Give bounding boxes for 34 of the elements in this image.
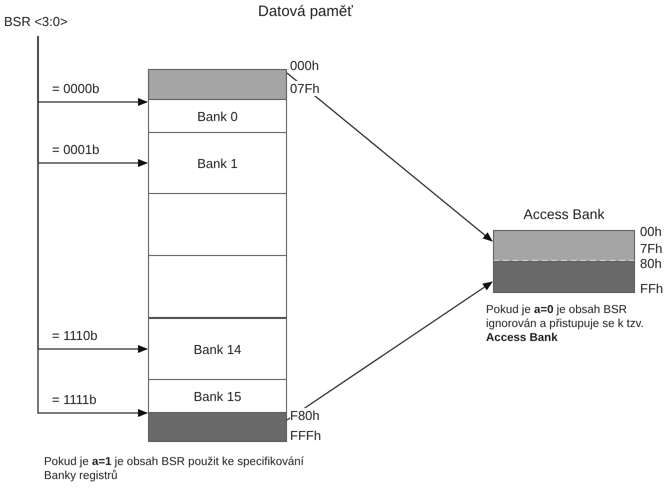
- address-label: FFh: [640, 281, 664, 296]
- arrow: [286, 72, 493, 242]
- arrow: [286, 281, 493, 421]
- address-label: 00h: [640, 224, 662, 239]
- address-label: FFFh: [290, 428, 322, 443]
- memory-segment: [148, 69, 287, 100]
- memory-segment: [148, 412, 287, 442]
- memory-segment: [148, 193, 287, 256]
- memory-segment: [493, 261, 635, 293]
- address-label: 000h: [290, 58, 319, 73]
- edge-label: = 0000b: [52, 81, 100, 96]
- bank-label: Bank 1: [197, 156, 238, 170]
- diagram-title: Datová paměť: [258, 3, 353, 20]
- edge-label: = 1111b: [52, 392, 96, 407]
- memory-bank: [148, 132, 287, 194]
- note-text: Pokud je a=0 je obsah BSR ignorován a přistupuje se k tzv. Access Bank: [486, 303, 645, 345]
- arrow: [37, 36, 148, 106]
- memory-bank: [148, 318, 287, 380]
- bank-title: Access Bank: [522, 206, 606, 222]
- address-label: F80h: [290, 408, 320, 423]
- memory-bank: [148, 99, 287, 133]
- bank-label: Bank 0: [197, 108, 238, 124]
- bank-label: Bank 15: [194, 388, 242, 404]
- address-label: 80h: [640, 256, 662, 271]
- memory-bank: [148, 379, 287, 413]
- edge-label: = 1110b: [52, 328, 98, 343]
- memory-segment: [148, 255, 287, 319]
- edge-label: = 0001b: [52, 142, 100, 157]
- bank-label: Bank 14: [194, 342, 242, 356]
- memory-segment: [493, 230, 635, 262]
- address-label: 07Fh: [290, 81, 320, 96]
- register-label: BSR <3:0>: [4, 14, 84, 32]
- note-text: Pokud je a=1 je obsah BSR použit ke specifikování Banky registrů: [44, 455, 304, 483]
- address-label: 7Fh: [640, 241, 662, 256]
